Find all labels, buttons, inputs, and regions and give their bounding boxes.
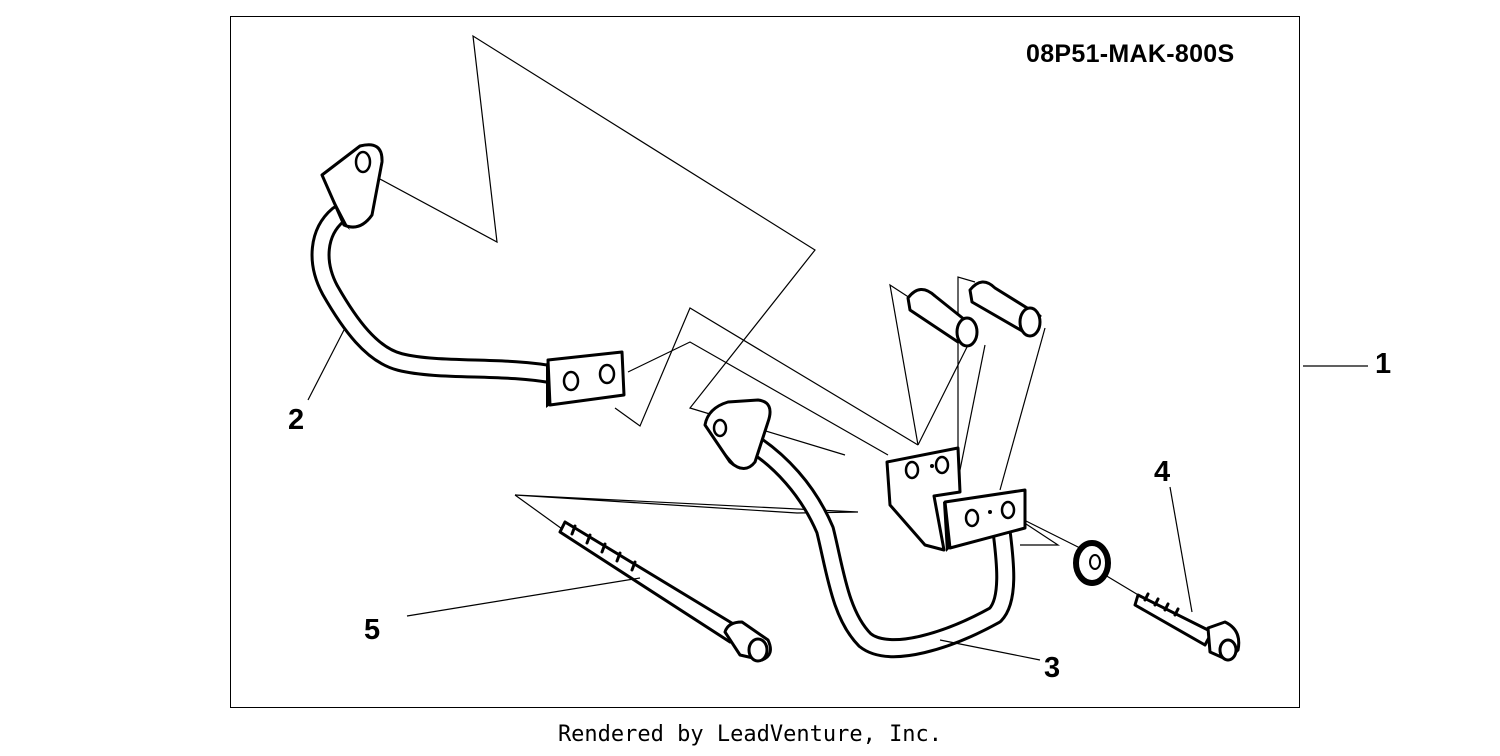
callout-2: 2 (288, 404, 305, 436)
step-bar-right (703, 398, 1027, 659)
long-bolt (558, 520, 772, 663)
callout-leaders (307, 327, 1368, 661)
callout-1: 1 (1375, 348, 1392, 380)
callout-5: 5 (364, 614, 381, 646)
callout-4: 4 (1154, 456, 1171, 488)
spacer-collars (906, 280, 1042, 348)
diagram-frame (230, 16, 1300, 708)
short-bolt (1133, 592, 1241, 662)
washer (1073, 540, 1111, 586)
step-bar-left (310, 143, 626, 408)
footer-credit: Rendered by LeadVenture, Inc. (557, 722, 943, 747)
callout-3: 3 (1044, 652, 1061, 684)
part-number-label: 08P51-MAK-800S (1026, 40, 1235, 68)
